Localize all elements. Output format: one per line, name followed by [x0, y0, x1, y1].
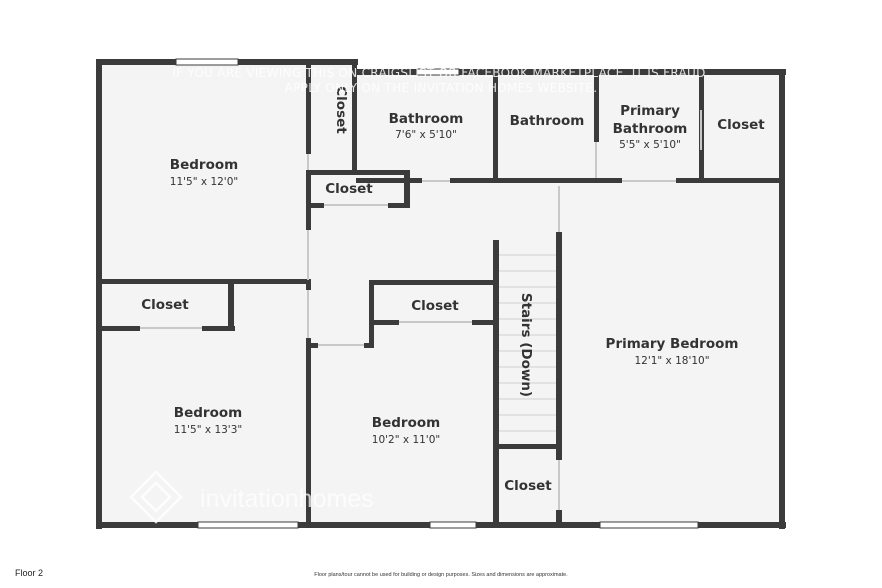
room-dim-bedroom-nw: 11'5" x 12'0" — [170, 176, 238, 188]
room-dim-primary-bathroom: 5'5" x 5'10" — [619, 139, 681, 151]
room-name-primary-bathroom-line1: Primary — [620, 103, 680, 119]
room-labels: Bedroom 11'5" x 12'0" Closet Bathroom 7'… — [141, 86, 765, 494]
room-name-closet-ne: Closet — [717, 117, 765, 133]
room-name-bedroom-nw: Bedroom — [170, 157, 238, 173]
room-name-closet-hall: Closet — [325, 181, 373, 197]
disclaimer: Floor plans/tour cannot be used for buil… — [314, 572, 568, 578]
watermark-line-1: IF YOU ARE VIEWING THIS ON CRAIGSLIST OR… — [172, 66, 710, 80]
floor-fill — [98, 62, 784, 528]
windows — [175, 58, 699, 529]
room-dim-bathroom-1: 7'6" x 5'10" — [395, 129, 457, 141]
room-name-primary-bedroom: Primary Bedroom — [606, 336, 739, 352]
room-dim-bedroom-sw: 11'5" x 13'3" — [174, 424, 242, 436]
room-name-bedroom-sw: Bedroom — [174, 405, 242, 421]
watermark: IF YOU ARE VIEWING THIS ON CRAIGSLIST OR… — [172, 66, 710, 95]
room-name-stairs: Stairs (Down) — [518, 293, 534, 397]
floor-label: Floor 2 — [15, 568, 44, 578]
room-name-bathroom-2: Bathroom — [510, 113, 585, 129]
door-openings — [140, 110, 702, 510]
room-name-primary-bathroom-line2: Bathroom — [613, 121, 688, 137]
watermark-line-2: APPLY ONLY ON THE INVITATION HOMES WEBSI… — [285, 81, 598, 95]
room-name-bathroom-1: Bathroom — [389, 111, 464, 127]
room-dim-bedroom-center: 10'2" x 11'0" — [372, 434, 440, 446]
room-name-closet-nw: Closet — [333, 86, 349, 134]
room-name-closet-w: Closet — [141, 297, 189, 313]
brand-logo: invitationhomes — [129, 470, 374, 524]
stair-treads — [499, 254, 556, 432]
room-dim-primary-bedroom: 12'1" x 18'10" — [634, 355, 709, 367]
room-name-closet-se: Closet — [504, 478, 552, 494]
room-name-closet-center: Closet — [411, 298, 459, 314]
brand-logo-icon — [129, 470, 183, 524]
room-name-bedroom-center: Bedroom — [372, 415, 440, 431]
brand-logo-text: invitationhomes — [200, 485, 374, 513]
